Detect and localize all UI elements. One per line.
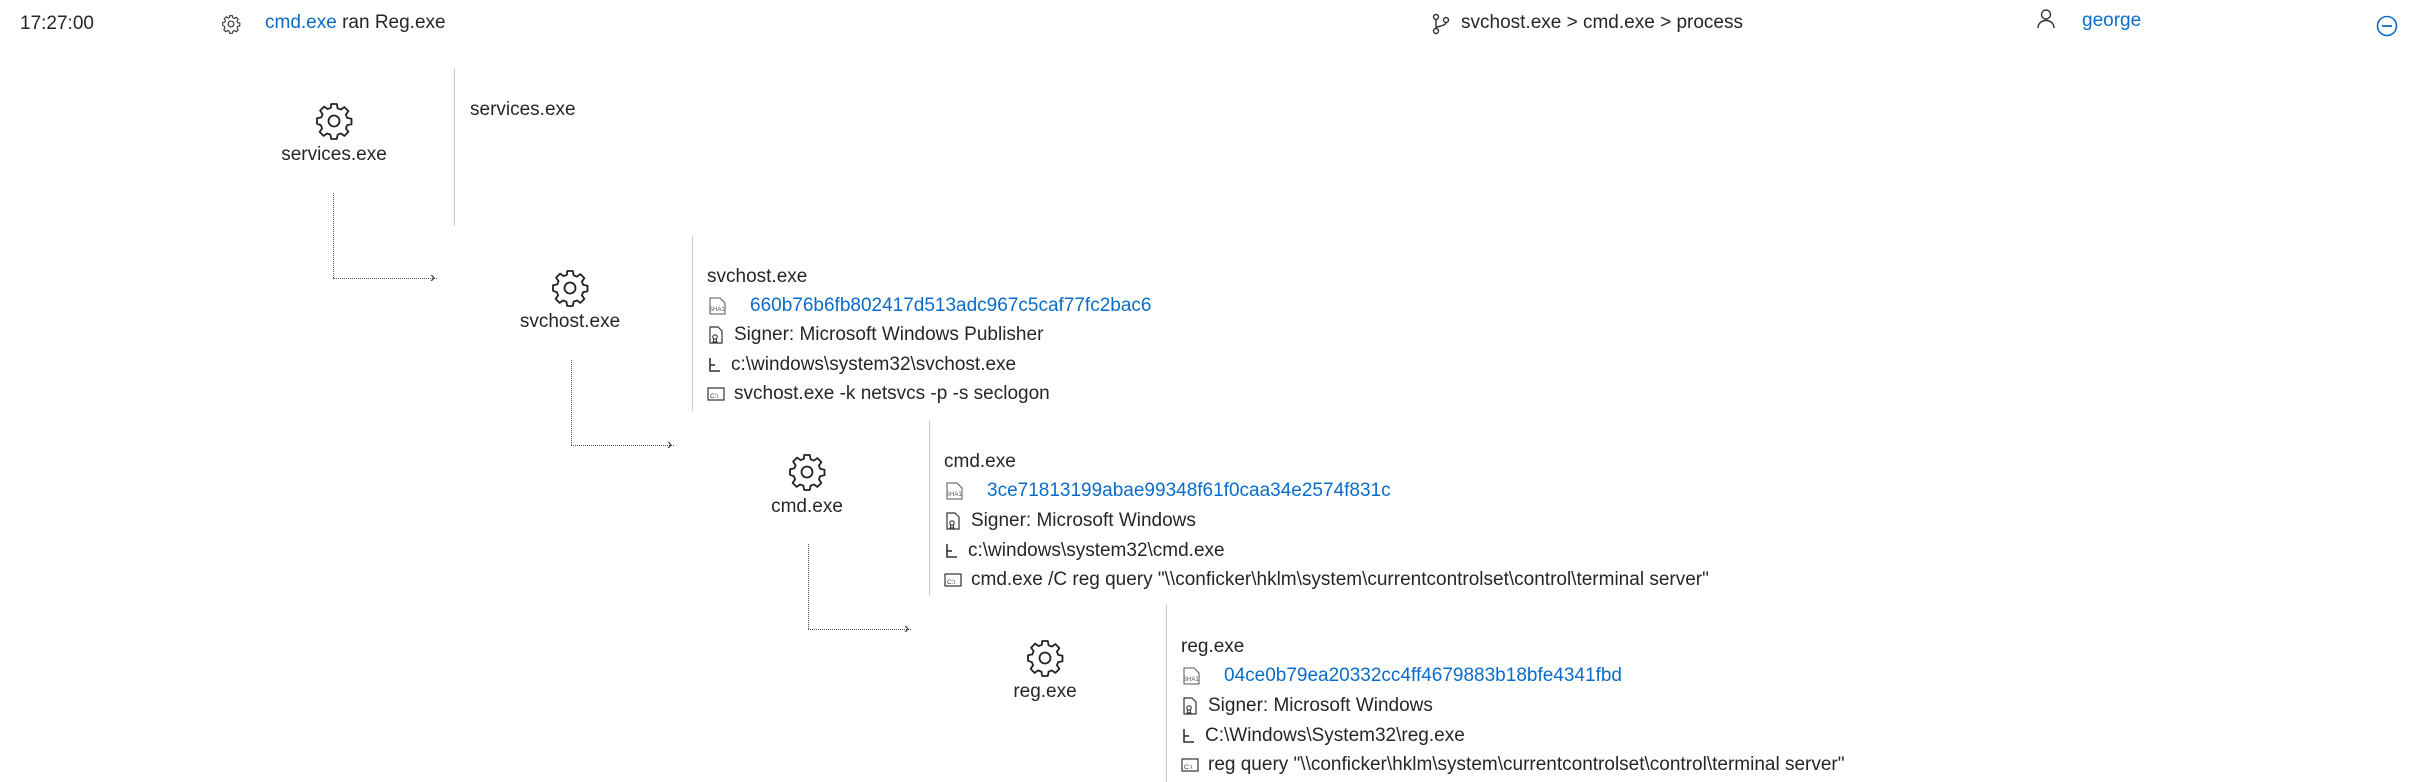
tree-connector <box>808 629 911 630</box>
divider <box>1166 605 1167 782</box>
branch-icon <box>1432 13 1450 35</box>
svg-text:C:\: C:\ <box>1184 764 1193 771</box>
certificate-icon <box>946 512 960 530</box>
detail-title-svchost: svchost.exe <box>707 266 808 287</box>
tree-connector <box>571 445 674 446</box>
process-path-breadcrumb: svchost.exe > cmd.exe > process <box>1461 12 1743 33</box>
certificate-icon <box>1183 697 1197 715</box>
certificate-icon <box>709 326 723 344</box>
folder-path-icon <box>709 358 720 372</box>
sha1-hash-link[interactable]: 3ce71813199abae99348f61f0caa34e2574f831c <box>987 480 1391 501</box>
sha1-row: SHA1 660b76b6fb802417d513adc967c5caf77fc… <box>707 293 1151 319</box>
console-icon: C:\ <box>1181 758 1199 772</box>
signer-text: Signer: Microsoft Windows <box>1208 695 1433 716</box>
sha1-row: SHA1 3ce71813199abae99348f61f0caa34e2574… <box>944 478 1391 504</box>
gear-icon <box>316 103 353 140</box>
divider <box>692 236 693 411</box>
gear-icon <box>222 15 241 34</box>
user-link[interactable]: george <box>2082 10 2142 31</box>
detail-title-cmd: cmd.exe <box>944 451 1016 472</box>
user-icon <box>2037 9 2055 29</box>
tree-connector <box>333 193 334 278</box>
tree-connector <box>571 360 572 445</box>
chevron-right-icon: › <box>667 436 673 453</box>
sha1-hash-link[interactable]: 04ce0b79ea20332cc4ff4679883b18bfe4341fbd <box>1224 665 1622 686</box>
cmdline-text: svchost.exe -k netsvcs -p -s seclogon <box>734 383 1050 404</box>
tree-connector <box>333 278 437 279</box>
cmdline-row: C:\ svchost.exe -k netsvcs -p -s seclogo… <box>707 381 1050 407</box>
node-label-services[interactable]: services.exe <box>281 144 387 165</box>
chevron-right-icon: › <box>430 269 436 286</box>
process-link-cmd[interactable]: cmd.exe <box>265 12 337 33</box>
gear-icon <box>552 270 589 307</box>
chevron-right-icon: › <box>904 620 910 637</box>
path-row: c:\windows\system32\cmd.exe <box>944 538 1225 564</box>
path-text: c:\windows\system32\svchost.exe <box>731 354 1017 375</box>
cmdline-text: cmd.exe /C reg query "\\conficker\hklm\s… <box>971 569 1709 590</box>
node-label-cmd[interactable]: cmd.exe <box>771 496 843 517</box>
signer-row: Signer: Microsoft Windows <box>944 508 1196 534</box>
tree-connector <box>808 544 809 629</box>
signer-row: Signer: Microsoft Windows <box>1181 693 1433 719</box>
cmdline-row: C:\ reg query "\\conficker\hklm\system\c… <box>1181 752 1844 778</box>
svg-text:C:\: C:\ <box>710 393 719 400</box>
path-text: c:\windows\system32\cmd.exe <box>968 540 1225 561</box>
path-row: C:\Windows\System32\reg.exe <box>1181 723 1465 749</box>
sha1-hash-link[interactable]: 660b76b6fb802417d513adc967c5caf77fc2bac6 <box>750 295 1152 316</box>
svg-text:SHA1: SHA1 <box>946 492 962 498</box>
path-text: C:\Windows\System32\reg.exe <box>1205 725 1465 746</box>
node-label-svchost[interactable]: svchost.exe <box>519 311 621 332</box>
node-label-reg[interactable]: reg.exe <box>1013 681 1077 702</box>
console-icon: C:\ <box>707 387 725 401</box>
folder-path-icon <box>1183 729 1194 743</box>
divider <box>929 420 930 595</box>
minus-circle-icon[interactable] <box>2376 15 2398 37</box>
console-icon: C:\ <box>944 573 962 587</box>
detail-title-reg: reg.exe <box>1181 636 1245 657</box>
svg-text:SHA1: SHA1 <box>709 307 725 313</box>
svg-text:C:\: C:\ <box>947 579 956 586</box>
folder-path-icon <box>946 544 957 558</box>
signer-row: Signer: Microsoft Windows Publisher <box>707 322 1043 348</box>
gear-icon <box>789 454 826 491</box>
sha1-icon: SHA1 <box>1183 667 1200 685</box>
signer-text: Signer: Microsoft Windows Publisher <box>734 324 1044 345</box>
event-title: cmd.exe ran Reg.exe <box>265 12 446 33</box>
cmdline-text: reg query "\\conficker\hklm\system\curre… <box>1208 754 1845 775</box>
sha1-icon: SHA1 <box>946 482 963 500</box>
signer-text: Signer: Microsoft Windows <box>971 510 1196 531</box>
divider <box>454 68 455 226</box>
cmdline-row: C:\ cmd.exe /C reg query "\\conficker\hk… <box>944 567 1709 593</box>
sha1-row: SHA1 04ce0b79ea20332cc4ff4679883b18bfe43… <box>1181 663 1622 689</box>
gear-icon <box>1027 640 1064 677</box>
detail-title-services: services.exe <box>470 99 576 120</box>
path-row: c:\windows\system32\svchost.exe <box>707 352 1016 378</box>
sha1-icon: SHA1 <box>709 297 726 315</box>
event-time: 17:27:00 <box>20 13 94 34</box>
svg-text:SHA1: SHA1 <box>1183 677 1199 683</box>
